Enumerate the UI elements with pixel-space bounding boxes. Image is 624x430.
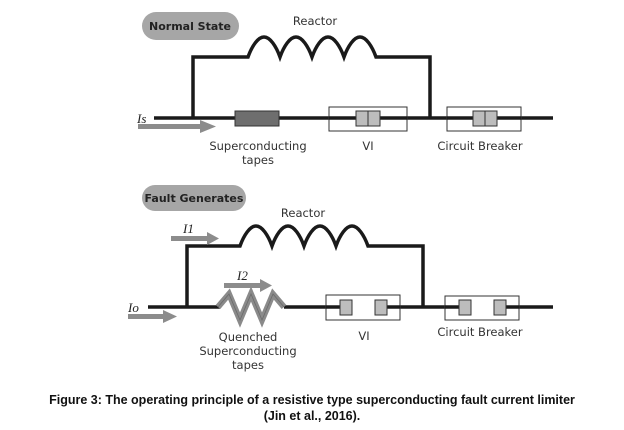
tape-label-top-1: Superconducting [209, 139, 306, 153]
superconducting-tape-top [234, 110, 280, 127]
normal-state-pill [142, 12, 239, 40]
current-is-arrow [138, 120, 216, 133]
caption-line-1: Figure 3: The operating principle of a r… [49, 393, 575, 407]
tape-label-top-2: tapes [242, 153, 274, 167]
normal-state-label: Normal State [149, 20, 231, 33]
circuit-breaker-bottom-open [444, 295, 520, 321]
breaker-label-bottom: Circuit Breaker [437, 325, 522, 339]
current-i2-label: I2 [236, 268, 248, 283]
current-io-arrow [128, 310, 177, 323]
tape-label-bottom-1: Quenched [219, 330, 278, 344]
circuit-breaker-top-closed [446, 106, 522, 132]
vi-label-bottom: VI [358, 329, 369, 343]
current-is-label: Is [136, 111, 146, 126]
caption-line-2: (Jin et al., 2016). [263, 409, 361, 423]
current-i1-arrow [171, 232, 219, 245]
current-i2-arrow [224, 279, 272, 292]
vacuum-interrupter-bottom-open [325, 294, 401, 321]
figure-caption: Figure 3: The operating principle of a r… [0, 392, 624, 424]
reactor-label-top: Reactor [293, 14, 337, 28]
current-io-label: Io [127, 300, 139, 315]
quenched-tape-resistor [215, 286, 287, 328]
reactor-label-bottom: Reactor [281, 206, 325, 220]
current-i1-label: I1 [182, 221, 194, 236]
vacuum-interrupter-top-closed [328, 106, 408, 132]
fault-generates-label: Fault Generates [145, 192, 244, 205]
sfcl-diagram: Normal State Reactor Is Superconducting … [127, 12, 553, 372]
fault-state-panel: Fault Generates Reactor Io I1 I2 Que [127, 185, 553, 372]
normal-state-panel: Normal State Reactor Is Superconducting … [136, 12, 553, 167]
tape-label-bottom-2: Superconducting [199, 344, 296, 358]
fault-generates-pill [142, 185, 246, 211]
vi-label-top: VI [362, 139, 373, 153]
quenched-tape-resistor-outline [217, 292, 285, 322]
tape-label-bottom-3: tapes [232, 358, 264, 372]
reactor-branch-bottom [185, 224, 425, 307]
breaker-label-top: Circuit Breaker [437, 139, 522, 153]
reactor-branch-top [191, 35, 432, 118]
